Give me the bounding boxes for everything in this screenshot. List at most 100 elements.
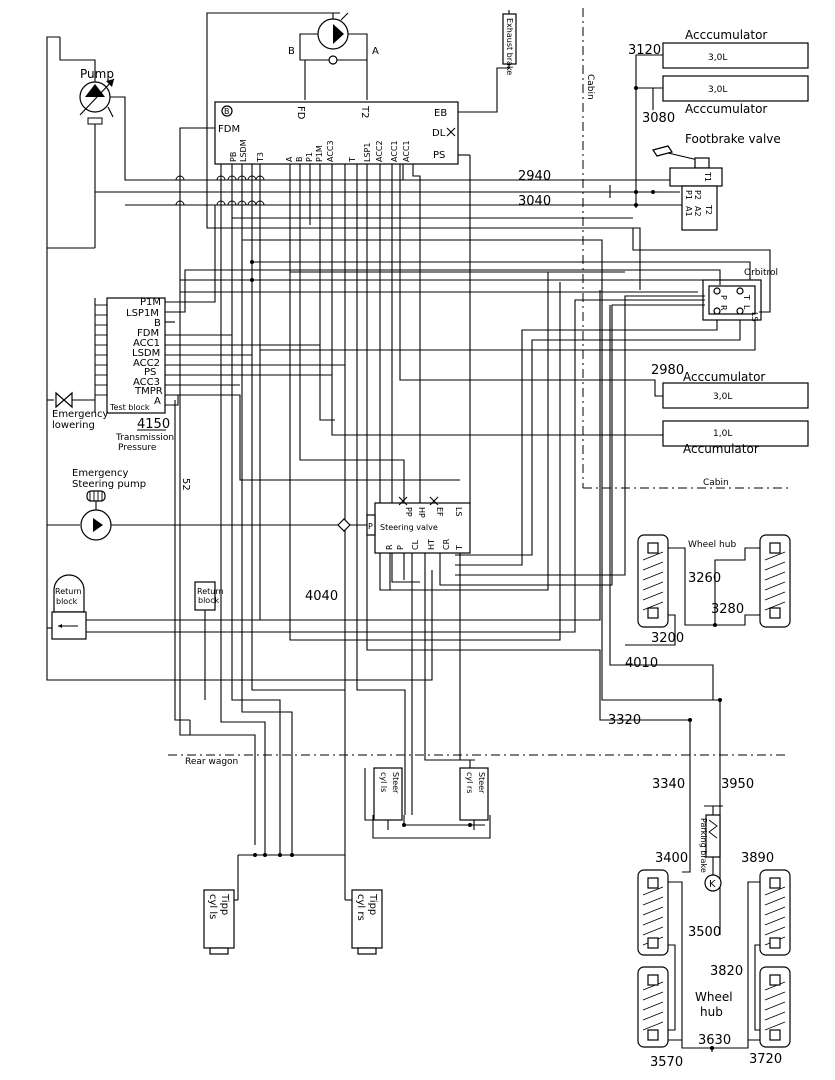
svg-text:LSDM: LSDM	[239, 139, 248, 162]
svg-text:A: A	[285, 156, 294, 162]
svg-text:T3: T3	[256, 152, 265, 163]
svg-text:P1M: P1M	[315, 145, 324, 162]
wheel-rear-right-2	[759, 966, 791, 1048]
svg-text:TMPR: TMPR	[134, 386, 163, 397]
steer-cyl-ls	[373, 767, 403, 830]
wheel-front-right	[759, 534, 791, 628]
exhaust-brake	[458, 10, 517, 113]
footbrake-port-p2: P2	[693, 190, 702, 200]
accumulator-4-volume: 1,0L	[713, 429, 732, 439]
orbitrol	[702, 279, 762, 321]
cabin-label-bottom: Cabin	[703, 478, 729, 488]
label-3080: 3080	[642, 111, 675, 126]
crossover-bridges	[175, 175, 265, 206]
main-port-eb: EB	[434, 108, 447, 119]
main-port-ps: PS	[433, 150, 445, 161]
label-4040: 4040	[305, 589, 338, 604]
svg-text:PB: PB	[229, 152, 238, 162]
steer-cyl-ls-label-1: Steer	[391, 772, 400, 794]
svg-text:ACC2: ACC2	[375, 140, 384, 162]
steering-valve	[366, 502, 471, 554]
tipp-cyl-rs-label-2: cyl rs	[355, 894, 366, 921]
tipp-cyl-ls-label-2: cyl ls	[207, 894, 218, 919]
label-3500: 3500	[688, 925, 721, 940]
steer-cyl-ls-label-2: cyl ls	[379, 772, 388, 792]
main-port-t2: T2	[359, 105, 370, 118]
svg-text:ACC3: ACC3	[133, 377, 160, 388]
steering-port-left-p: P	[368, 522, 373, 531]
label-3400: 3400	[655, 851, 688, 866]
svg-text:P1: P1	[305, 152, 314, 162]
svg-text:ACC1: ACC1	[390, 140, 399, 162]
svg-text:LSP1M: LSP1M	[126, 308, 159, 319]
return-block-mid-label-1: Return	[197, 587, 224, 596]
wheel-rear-left-1	[637, 869, 669, 956]
accumulator-4	[662, 420, 809, 447]
label-4010: 4010	[625, 656, 658, 671]
svg-text:P: P	[396, 545, 405, 550]
wheel-rear-right-1	[759, 869, 791, 956]
orbitrol-lines	[439, 228, 771, 586]
svg-text:B: B	[295, 157, 304, 163]
emergency-lowering-valve	[55, 391, 73, 409]
svg-text:LSDM: LSDM	[132, 348, 160, 359]
main-valve-block: B	[214, 101, 459, 165]
label-2940: 2940	[518, 169, 551, 184]
return-block-left	[51, 574, 87, 640]
svg-text:HT: HT	[427, 539, 436, 550]
return-block-mid-label-2: block	[198, 596, 220, 605]
svg-text:LS: LS	[454, 507, 463, 517]
svg-text:R: R	[385, 544, 394, 550]
horizontal-trunks	[95, 179, 756, 810]
transmission-label-1: Transmission	[115, 433, 174, 443]
label-3340: 3340	[652, 777, 685, 792]
zone-dividers	[168, 8, 790, 756]
label-3320: 3320	[608, 713, 641, 728]
svg-text:ACC3: ACC3	[326, 140, 335, 162]
emergency-steering-label-2: Steering pump	[72, 479, 146, 490]
hub-label: hub	[700, 1005, 723, 1019]
tipp-cyl-rs	[345, 889, 383, 955]
footbrake-port-a1: A1	[684, 206, 693, 217]
tipp-cyl-ls-label-1: Tipp	[219, 893, 230, 915]
pump-label: Pump	[80, 67, 114, 81]
accumulator-3-volume: 3,0L	[713, 392, 732, 402]
steering-valve-label: Steering valve	[380, 523, 438, 532]
emergency-steering-pump	[80, 490, 112, 541]
svg-text:T: T	[455, 545, 464, 551]
parking-brake-k: K	[709, 879, 716, 890]
footbrake-port-t2: T2	[704, 204, 713, 215]
main-port-fdm: FDM	[218, 124, 240, 135]
main-port-fd: FD	[295, 106, 306, 120]
accumulator-2	[662, 75, 809, 102]
tipp-cyl-rs-label-1: Tipp	[367, 893, 378, 915]
footbrake-label: Footbrake valve	[685, 132, 781, 146]
test-block-ports: P1M LSP1M B FDM ACC1 LSDM ACC2 PS ACC3 T…	[126, 297, 163, 407]
svg-text:CR: CR	[442, 538, 451, 550]
label-3820: 3820	[710, 964, 743, 979]
steering-bottom-ports: R P CL HT CR T	[385, 538, 464, 551]
main-bundle-verticals	[179, 127, 691, 855]
dl-cross	[446, 127, 456, 137]
accumulator-1-volume: 3,0L	[708, 53, 727, 63]
label-3120: 3120	[628, 43, 661, 58]
accumulator-4-label: Accumulator	[683, 442, 759, 456]
svg-text:T: T	[348, 157, 357, 163]
main-bottom-ports: PB LSDM T3 A B P1 P1M ACC3 T LSP1 ACC2 A…	[229, 139, 411, 163]
footbrake-port-a2: A2	[693, 206, 702, 217]
orbitrol-label: Orbitrol	[744, 268, 778, 278]
wheel-front-left	[637, 534, 669, 628]
svg-text:PP: PP	[404, 507, 413, 517]
parking-brake	[704, 805, 723, 892]
tank-return-line	[46, 36, 433, 681]
orbitrol-port-p: P	[719, 295, 728, 300]
label-4150: 4150	[137, 417, 170, 432]
footbrake-port-p1: P1	[684, 190, 693, 200]
svg-text:B: B	[154, 318, 161, 329]
label-3280: 3280	[711, 602, 744, 617]
accumulator-1	[662, 42, 809, 69]
pump-port-b: B	[288, 46, 295, 57]
orbitrol-port-t: T	[742, 294, 751, 300]
transmission-label-2: Pressure	[118, 443, 157, 453]
